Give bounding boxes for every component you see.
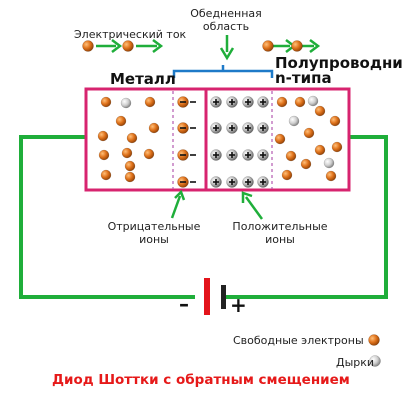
free-electron xyxy=(124,160,136,172)
current-electron xyxy=(82,40,94,52)
free-electron xyxy=(148,122,160,134)
positive-ion-sign xyxy=(245,125,251,131)
diagram-title: Диод Шоттки с обратным смещением xyxy=(52,372,350,388)
free-electron xyxy=(274,133,286,145)
metal-label: Металл xyxy=(110,70,176,88)
free-electron xyxy=(331,141,343,153)
hole-legend-marker xyxy=(369,355,381,367)
negative-ions-pointer xyxy=(170,189,186,219)
free-electrons-legend-label: Свободные электроны xyxy=(233,334,364,347)
positive-ion-sign xyxy=(229,99,235,105)
hole xyxy=(323,157,335,169)
free-electron xyxy=(325,170,337,182)
positive-ion-sign xyxy=(213,125,219,131)
positive-ion-sign xyxy=(213,152,219,158)
current-electron xyxy=(262,40,274,52)
free-electron xyxy=(281,169,293,181)
current-electron xyxy=(291,40,303,52)
free-electron xyxy=(124,171,136,183)
free-electron xyxy=(97,130,109,142)
particles-layer xyxy=(82,40,381,367)
free-electron xyxy=(300,158,312,170)
free-electron xyxy=(276,96,288,108)
free-electron-legend-marker xyxy=(368,334,380,346)
positive-ion-sign xyxy=(245,179,251,185)
free-electron xyxy=(126,132,138,144)
free-electron xyxy=(314,144,326,156)
free-electron xyxy=(100,96,112,108)
holes-legend-label: Дырки xyxy=(336,356,375,369)
positive-ion-sign xyxy=(260,99,266,105)
positive-ions-pointer xyxy=(241,191,264,220)
positive-ion-sign xyxy=(245,99,251,105)
free-electron xyxy=(294,96,306,108)
current-arrow-1 xyxy=(96,39,123,53)
negative-ions-label: Отрицательные ионы xyxy=(107,220,201,246)
diode-body-frame xyxy=(84,87,351,192)
positive-ion-sign xyxy=(213,179,219,185)
electric-current-label: Электрический ток xyxy=(74,28,187,41)
semiconductor-current-arrow-1 xyxy=(273,39,297,53)
positive-ion-sign xyxy=(229,125,235,131)
hole xyxy=(120,97,132,109)
hole xyxy=(288,115,300,127)
positive-ions-label: Положительные ионы xyxy=(232,220,328,246)
depletion-bracket xyxy=(172,69,274,78)
free-electron xyxy=(285,150,297,162)
semiconductor-current-arrow-2 xyxy=(301,39,321,53)
free-electron xyxy=(143,148,155,160)
free-electron xyxy=(144,96,156,108)
semiconductor-label: Полупроводник n-типа xyxy=(275,54,403,87)
negative-terminal-label: – xyxy=(179,292,189,316)
positive-ion-sign xyxy=(213,99,219,105)
current-electron xyxy=(122,40,134,52)
free-electron xyxy=(314,105,326,117)
positive-ion-sign xyxy=(260,152,266,158)
free-electron xyxy=(329,115,341,127)
current-arrow-2 xyxy=(136,39,164,53)
free-electron xyxy=(98,149,110,161)
positive-ion-sign xyxy=(229,152,235,158)
positive-ion-sign xyxy=(245,152,251,158)
free-electron xyxy=(303,127,315,139)
depletion-region-label: Обедненная область xyxy=(190,7,262,33)
circuit-wire xyxy=(19,135,388,299)
free-electron xyxy=(115,115,127,127)
positive-ion-sign xyxy=(260,179,266,185)
free-electron xyxy=(121,147,133,159)
positive-terminal-label: + xyxy=(230,293,247,317)
free-electron xyxy=(100,169,112,181)
depletion-pointer-arrow xyxy=(219,35,235,61)
positive-ion-sign xyxy=(229,179,235,185)
hole xyxy=(307,95,319,107)
battery-symbol xyxy=(204,278,226,315)
positive-ion-sign xyxy=(260,125,266,131)
